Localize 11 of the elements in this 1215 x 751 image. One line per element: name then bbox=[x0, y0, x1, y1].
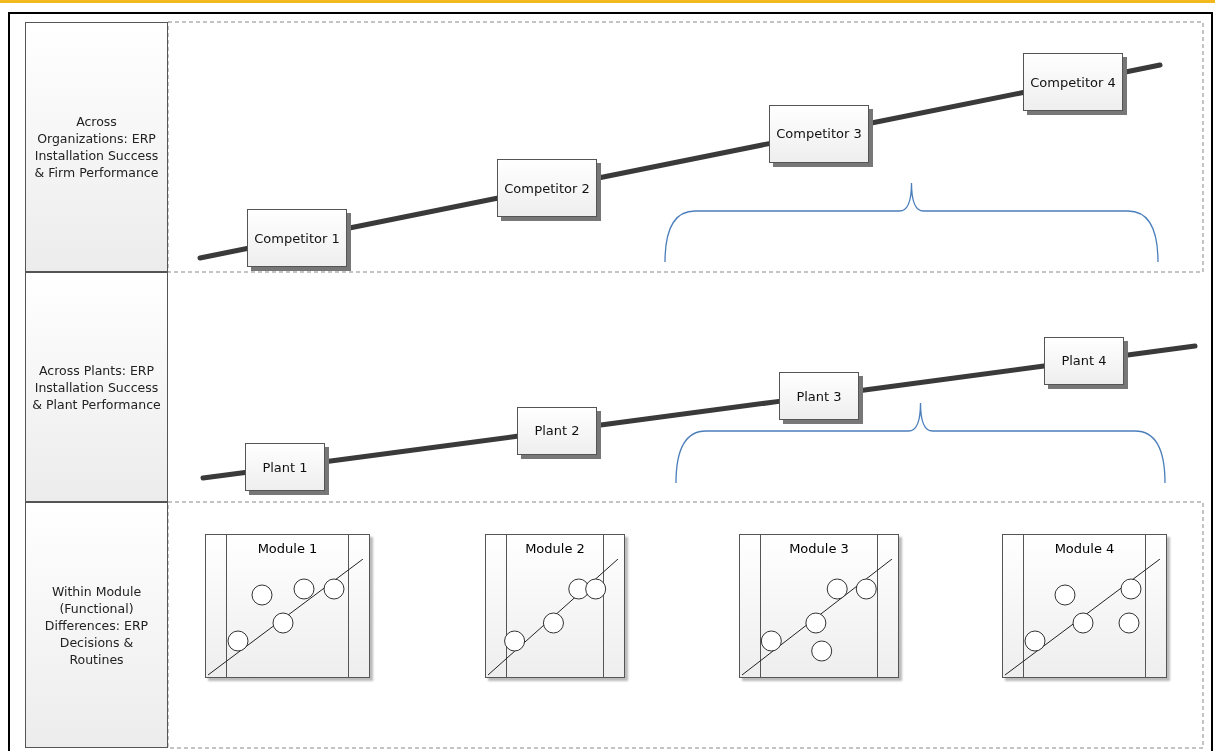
row-header: Across Plants: ERP Installation Success & Plant Performance bbox=[25, 272, 168, 502]
module-box bbox=[485, 534, 625, 678]
module-title: Module 2 bbox=[524, 541, 586, 557]
module-title: Module 4 bbox=[1053, 541, 1116, 557]
module-box bbox=[205, 534, 370, 678]
module-title: Module 1 bbox=[256, 541, 319, 557]
row-header: Within Module (Functional) Differences: ERP Decisions & Routines bbox=[25, 502, 168, 748]
module-box bbox=[1002, 534, 1167, 678]
module-title: Module 3 bbox=[788, 541, 850, 557]
module-box bbox=[739, 534, 899, 678]
row-header: Across Organizations: ERP Installation Success & Firm Performance bbox=[25, 22, 168, 272]
